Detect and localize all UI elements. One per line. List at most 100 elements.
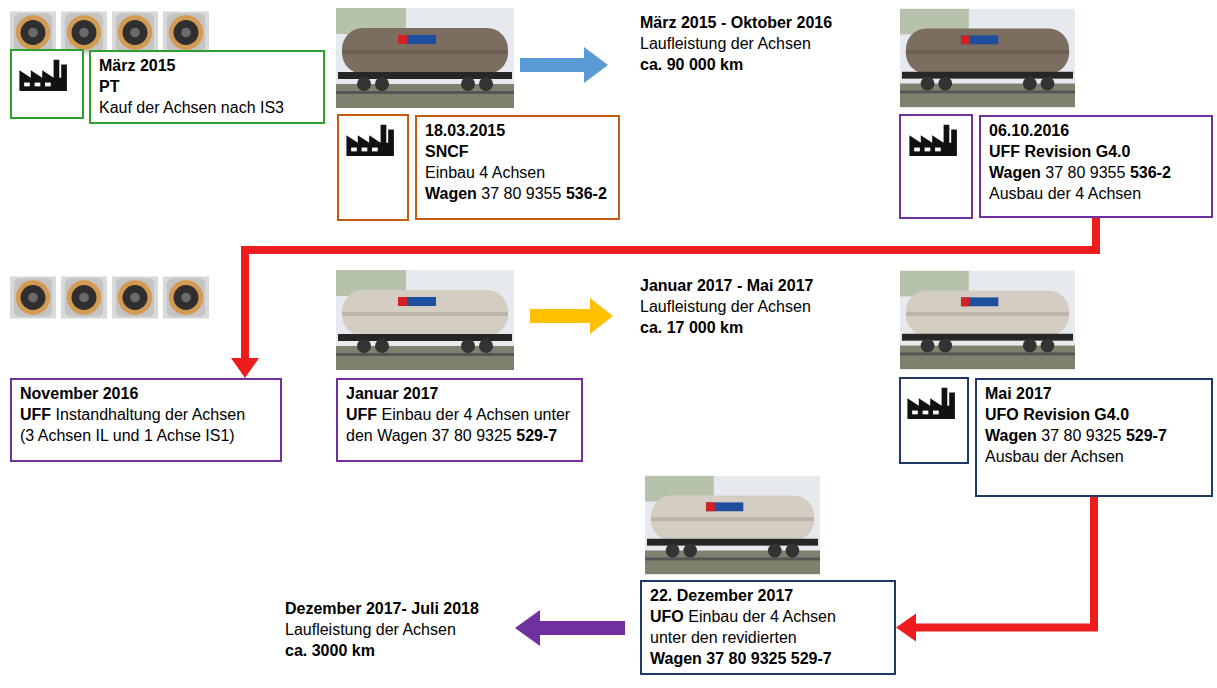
wheelset-icon xyxy=(10,276,56,318)
icon-box xyxy=(900,115,972,218)
box-text: Wagen xyxy=(425,185,477,202)
box-text: Einbau der 4 Achsen unter xyxy=(382,406,571,423)
text-line: unter den revidierten xyxy=(650,627,886,648)
box-text: SNCF xyxy=(425,143,469,160)
box-text: März 2015 xyxy=(99,57,176,74)
box-text: Kauf der Achsen nach IS3 xyxy=(99,99,284,116)
wheelset-icon xyxy=(10,11,56,53)
timeline-arrow xyxy=(520,47,608,83)
event-box: März 2015PT Kauf der Achsen nach IS3 xyxy=(89,50,325,124)
wheelset-icon xyxy=(163,11,209,53)
wheelset-icon xyxy=(61,276,107,318)
text-line: PT xyxy=(99,76,315,97)
arrow-shaft xyxy=(245,218,1096,359)
text-line: Wagen37 80 9325 529-7 xyxy=(985,425,1203,446)
icon-box xyxy=(900,378,968,463)
box-text: PT xyxy=(99,78,119,95)
box-text: Ausbau der 4 Achsen xyxy=(989,185,1141,202)
process-arrow xyxy=(231,218,1096,378)
text-line: UFF Einbau der 4 Achsen unter xyxy=(346,404,573,425)
text-line: 06.10.2016 xyxy=(989,120,1203,141)
arrow-head xyxy=(231,358,259,378)
box-text: unter den revidierten xyxy=(650,629,797,646)
mileage-text: ca. 3000 km xyxy=(285,640,375,661)
box-text: UFF Revision G4.0 xyxy=(989,143,1130,160)
mileage-text: ca. 90 000 km xyxy=(640,54,743,75)
factory-icon xyxy=(909,125,957,156)
text-line: SNCF xyxy=(425,141,610,162)
text-line: März 2015 xyxy=(99,55,315,76)
arrow-head xyxy=(896,614,916,642)
text-line: 18.03.2015 xyxy=(425,120,610,141)
box-text: 06.10.2016 xyxy=(989,122,1069,139)
wagon-photo xyxy=(900,271,1075,369)
box-text: 529-7 xyxy=(1126,427,1167,444)
box-text: 18.03.2015 xyxy=(425,122,505,139)
factory-icon xyxy=(19,60,67,91)
text-line: Wagen 37 80 9325 529-7 xyxy=(650,648,886,669)
arrow-shaft xyxy=(915,497,1094,628)
box-text: Januar 2017 xyxy=(346,385,439,402)
box-text: 37 80 9325 xyxy=(1041,427,1121,444)
text-line: Wagen37 80 9355 536-2 xyxy=(425,183,610,204)
box-text: Mai 2017 xyxy=(985,385,1052,402)
box-text: UFO xyxy=(650,608,684,625)
box-text: 536-2 xyxy=(1130,164,1171,181)
box-text: Wagen xyxy=(989,164,1041,181)
timeline-arrow xyxy=(515,610,625,646)
box-text: 37 80 9355 xyxy=(481,185,561,202)
box-text: UFO Revision G4.0 xyxy=(985,406,1129,423)
box-text: (3 Achsen IL und 1 Achse IS1) xyxy=(20,427,235,444)
box-text: 22. Dezember 2017 xyxy=(650,587,793,604)
text-line: Einbau 4 Achsen xyxy=(425,162,610,183)
icon-box xyxy=(11,50,83,118)
wheelset-icon xyxy=(163,276,209,318)
event-box: 22. Dezember 2017UFOEinbau der 4 Achsen u… xyxy=(640,580,896,675)
text-line: UFFInstandhaltung der Achsen xyxy=(20,404,272,425)
text-line: UFF Revision G4.0 xyxy=(989,141,1203,162)
event-box: November 2016UFFInstandhaltung der Achse… xyxy=(10,378,282,462)
mileage-text: Dezember 2017- Juli 2018 xyxy=(285,598,479,619)
text-line: UFOEinbau der 4 Achsen xyxy=(650,606,886,627)
wagon-photo xyxy=(645,476,820,574)
box-text: Wagen 37 80 9325 529-7 xyxy=(650,650,832,667)
mileage-text: Laufleistung der Achsen xyxy=(285,619,456,640)
text-line: Ausbau der 4 Achsen xyxy=(989,183,1203,204)
wheelset-icon xyxy=(112,276,158,318)
text-line: November 2016 xyxy=(20,383,272,404)
event-box: 18.03.2015SNCF Einbau 4 AchsenWagen37 80 … xyxy=(415,115,620,220)
box-text: 37 80 9355 xyxy=(1045,164,1125,181)
text-line: den Wagen 37 80 9325529-7 xyxy=(346,425,573,446)
text-line: Ausbau der Achsen xyxy=(985,446,1203,467)
mileage-text: Laufleistung der Achsen xyxy=(640,296,811,317)
box-text: UFF xyxy=(346,406,377,423)
box-text: den Wagen 37 80 9325 xyxy=(346,427,512,444)
box-text: 529-7 xyxy=(516,427,557,444)
mileage-text: ca. 17 000 km xyxy=(640,317,743,338)
box-text: Instandhaltung der Achsen xyxy=(56,406,245,423)
box-text: Einbau der 4 Achsen xyxy=(688,608,836,625)
process-arrow xyxy=(896,497,1094,642)
event-box: Januar 2017UFF Einbau der 4 Achsen unter d… xyxy=(336,378,583,462)
text-line: Mai 2017 xyxy=(985,383,1203,404)
mileage-text: Januar 2017 - Mai 2017 xyxy=(640,275,813,296)
mileage-text: Laufleistung der Achsen xyxy=(640,33,811,54)
wheelset-icon xyxy=(112,11,158,53)
event-box: 06.10.2016UFF Revision G4.0Wagen37 80 93… xyxy=(979,115,1213,218)
text-line: Januar 2017 xyxy=(346,383,573,404)
box-text: November 2016 xyxy=(20,385,138,402)
icon-box xyxy=(338,115,408,220)
timeline-arrow xyxy=(530,298,613,334)
box-text: Ausbau der Achsen xyxy=(985,448,1124,465)
mileage-text: März 2015 - Oktober 2016 xyxy=(640,12,832,33)
text-line: Wagen37 80 9355 536-2 xyxy=(989,162,1203,183)
box-text: Einbau 4 Achsen xyxy=(425,164,545,181)
factory-icon xyxy=(907,388,955,419)
box-text: Wagen xyxy=(985,427,1037,444)
wagon-photo xyxy=(336,8,514,108)
box-text: 536-2 xyxy=(566,185,607,202)
wagon-photo xyxy=(336,270,514,370)
